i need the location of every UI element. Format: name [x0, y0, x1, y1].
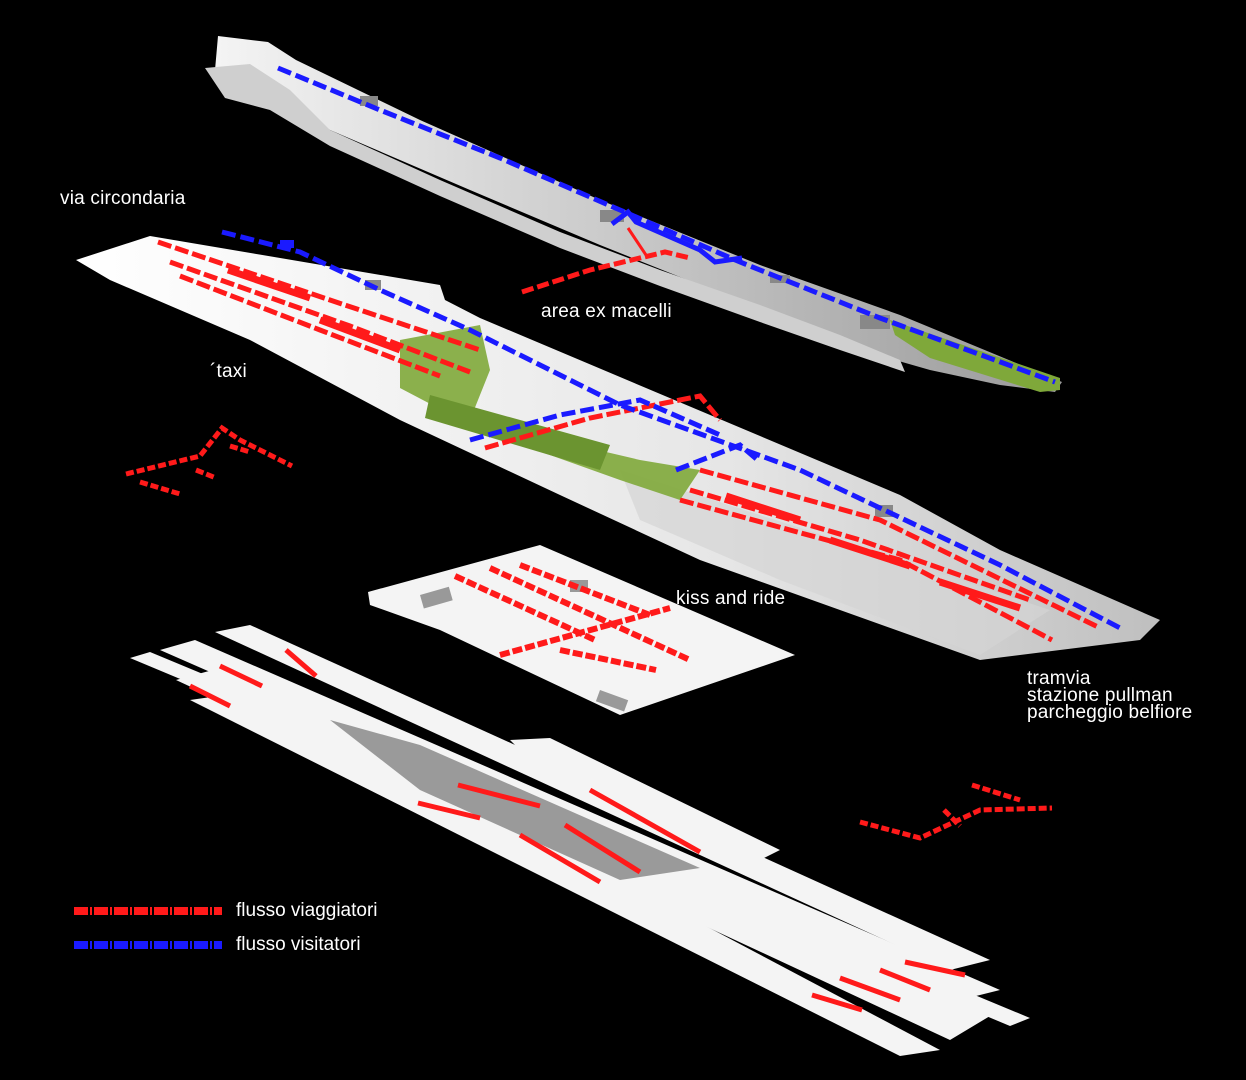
parking-stair-line [971, 782, 1021, 803]
platform-flow [904, 959, 966, 978]
level-main-slab [76, 236, 1160, 660]
traveler-flow-line [699, 467, 1102, 631]
visitor-flow-line [221, 229, 1122, 631]
label-kiss-and-ride: kiss and ride [676, 588, 786, 609]
platform-flow [563, 822, 642, 875]
traveler-flow-line [157, 239, 481, 353]
platform-flow [457, 782, 541, 809]
visitor-flow-top-stair [610, 208, 743, 265]
platform-strip [190, 690, 940, 1056]
visitor-marker [280, 240, 294, 248]
traveler-flow-macelli-2 [626, 227, 650, 259]
kiss-and-ride-flows [453, 562, 692, 673]
taxi-stair [125, 424, 294, 497]
platform-flows [188, 648, 966, 1013]
parking-stair [859, 782, 1053, 841]
green-volume-lower [400, 325, 700, 500]
label-via-circondaria: via circondaria [60, 188, 186, 209]
traveler-flow-line [689, 487, 1031, 603]
level-main [76, 229, 1160, 660]
platform-flow [839, 975, 901, 1003]
kiss-and-ride-block [595, 690, 629, 712]
platform-flow [588, 787, 702, 855]
traveler-bar [938, 578, 1022, 612]
kiss-and-ride-level [368, 545, 795, 715]
parking-stair-line [942, 808, 962, 828]
visitor-flow-line [469, 397, 722, 443]
taxi-stair-line [139, 479, 181, 497]
traveler-flow-line [169, 259, 471, 375]
taxi-stair-line [229, 443, 251, 455]
visitor-flow-top [277, 65, 1056, 385]
legend-swatch-travelers [74, 907, 222, 915]
platform-flow [284, 648, 318, 678]
traveler-bars-main [226, 266, 1022, 612]
kiss-and-ride-block [419, 586, 453, 609]
traveler-bar [226, 266, 312, 302]
label-taxi: ´taxi [210, 361, 247, 382]
platform-flow [218, 663, 264, 689]
level-top-notch [360, 96, 378, 106]
label-stazione-pullman: stazione pullman [1027, 685, 1173, 706]
traveler-bar [318, 316, 402, 354]
traveler-flow-line [179, 273, 441, 379]
kiss-and-ride-flow [559, 647, 657, 673]
legend-label-visitors: flusso visitatori [236, 934, 361, 955]
level-main-slab-shadow [620, 470, 1050, 655]
traveler-flow-line [484, 393, 722, 451]
traveler-flows-main [157, 239, 1102, 643]
platform-flow [188, 683, 232, 709]
label-parcheggio-belfiore: parcheggio belfiore [1027, 702, 1193, 723]
platform-flow [879, 967, 931, 993]
taxi-stair-line [195, 467, 217, 481]
kiss-and-ride-flow [499, 605, 671, 658]
platform-flow [518, 832, 602, 885]
level-top [205, 36, 1062, 392]
parking-stair-line [859, 805, 1053, 841]
green-volume-grid [425, 395, 610, 470]
taxi-stair-line [125, 424, 294, 477]
traveler-bar [828, 536, 912, 570]
platform-flow [811, 992, 863, 1013]
level-top-slab-side [205, 64, 905, 372]
label-tramvia: tramvia [1027, 668, 1091, 689]
visitor-flow-line [675, 442, 762, 473]
kiss-and-ride-flow [488, 565, 692, 663]
platform-concourse [510, 738, 780, 870]
visitor-flows-main [221, 229, 1122, 631]
legend-swatch-visitors [74, 941, 222, 949]
label-area-ex-macelli: area ex macelli [541, 301, 672, 322]
kiss-and-ride-flow [518, 562, 652, 618]
platform-flow [417, 800, 481, 821]
traveler-flow-macelli [521, 249, 691, 295]
legend-label-travelers: flusso viaggiatori [236, 900, 378, 921]
level-top-slab [215, 36, 1062, 392]
traveler-bar [724, 492, 802, 524]
platform-level [130, 625, 1030, 1056]
